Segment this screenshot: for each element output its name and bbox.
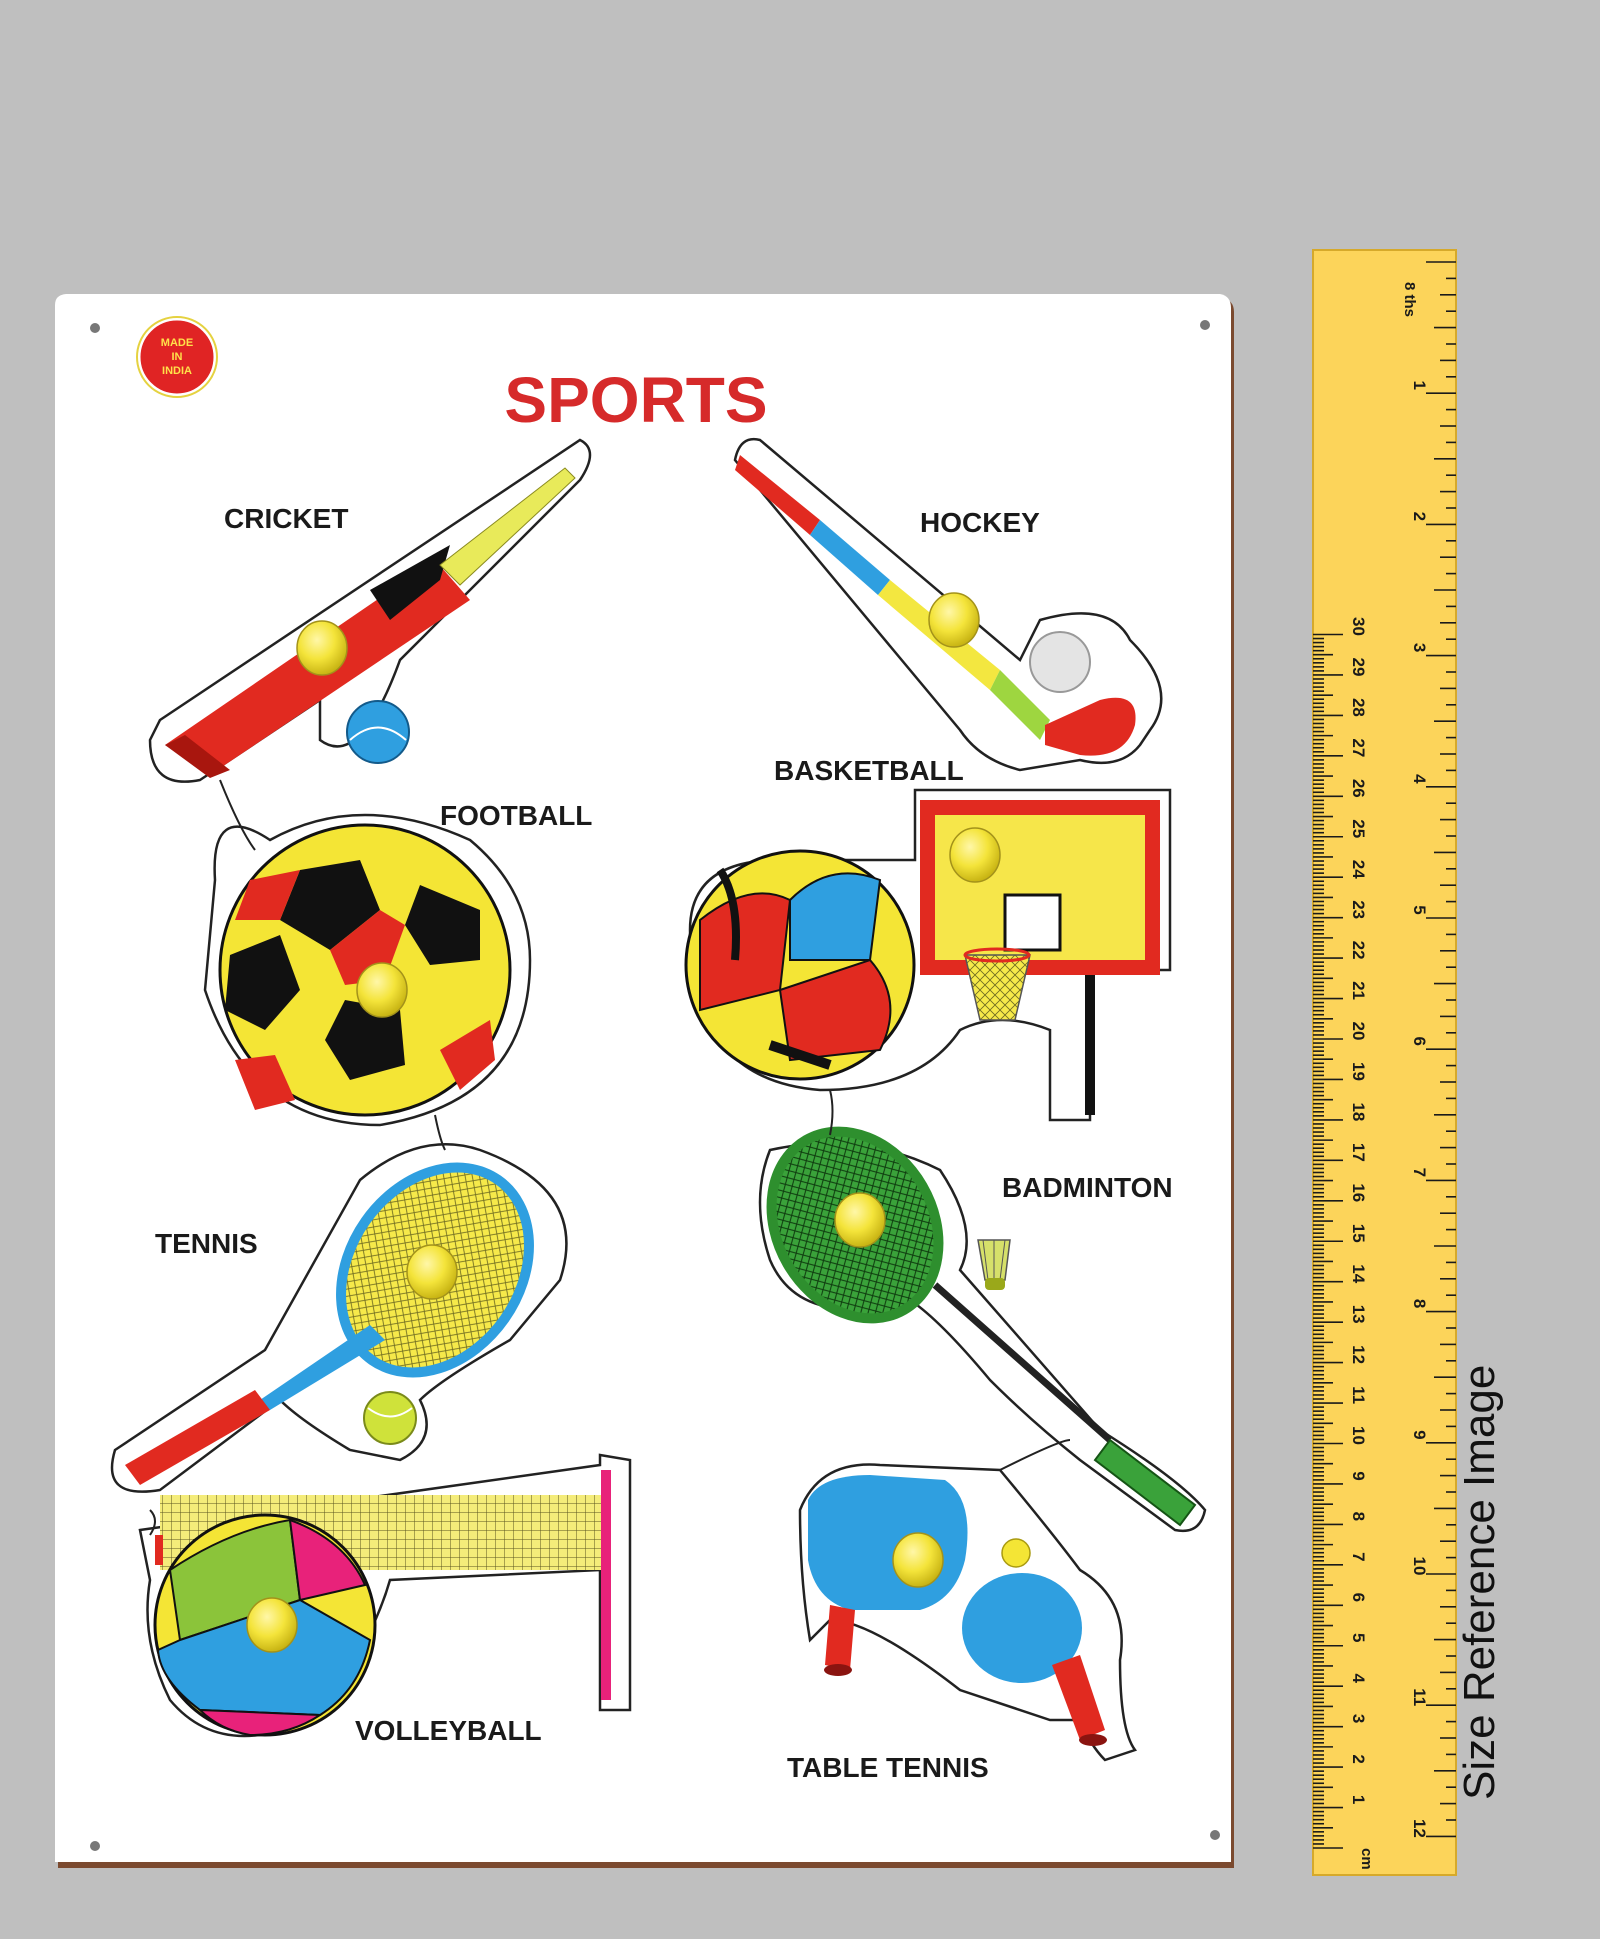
ruler-cm-number: 12 <box>1349 1345 1368 1364</box>
ruler-cm-number: 19 <box>1349 1062 1368 1081</box>
volleyball-label: VOLLEYBALL <box>355 1715 542 1746</box>
knob-volleyball[interactable] <box>246 1597 298 1653</box>
ruler-cm-number: 10 <box>1349 1426 1368 1445</box>
ruler-cm-number: 7 <box>1349 1552 1368 1561</box>
hockey-label: HOCKEY <box>920 507 1040 538</box>
ruler-inch-number: 3 <box>1410 643 1429 652</box>
ruler-body <box>1312 249 1457 1876</box>
basketball-piece[interactable]: BASKETBALL <box>684 755 1172 1122</box>
ruler-inch-number: 12 <box>1410 1819 1429 1838</box>
ruler-cm-number: 21 <box>1349 981 1368 1000</box>
ruler-cm-number: 11 <box>1349 1386 1368 1404</box>
ruler-cm-number: 28 <box>1349 698 1368 717</box>
ruler-inch-number: 11 <box>1410 1688 1429 1706</box>
cricket-bat-handle <box>439 467 576 586</box>
football-label: FOOTBALL <box>440 800 592 831</box>
screw-icon <box>90 323 100 333</box>
ruler-cm-number: 29 <box>1349 657 1368 676</box>
knob-table-tennis[interactable] <box>892 1532 944 1588</box>
table-tennis-ball <box>1001 1538 1031 1568</box>
ruler-cm-number: 25 <box>1349 819 1368 838</box>
made-in-india-badge: MADE IN INDIA <box>136 316 218 398</box>
tennis-label: TENNIS <box>155 1228 258 1259</box>
ruler-cm-number: 23 <box>1349 900 1368 919</box>
knob-football[interactable] <box>356 962 408 1018</box>
badge-line-2: IN <box>172 351 183 363</box>
ruler-cm-number: 3 <box>1349 1714 1368 1723</box>
basketball-hoop <box>964 954 1031 1021</box>
board-title: SPORTS <box>504 364 767 436</box>
ruler-cm-number: 16 <box>1349 1183 1368 1202</box>
ruler-cm-number: 14 <box>1349 1264 1368 1283</box>
ruler-cm-number: 9 <box>1349 1471 1368 1480</box>
ruler-cm-number: 2 <box>1349 1754 1368 1763</box>
volleyball-net-pole <box>601 1470 611 1700</box>
ruler-cm-number: 8 <box>1349 1512 1368 1521</box>
screw-icon <box>1210 1830 1220 1840</box>
ruler-inch-number: 6 <box>1410 1036 1429 1045</box>
screw-icon <box>1200 320 1210 330</box>
ruler-cm-number: 5 <box>1349 1633 1368 1642</box>
ruler-inch-number: 2 <box>1410 512 1429 521</box>
ruler-inch-number: 5 <box>1410 905 1429 914</box>
ruler-inch-number: 4 <box>1410 774 1429 784</box>
puzzle-knobs <box>246 592 1001 1653</box>
knob-basketball[interactable] <box>949 827 1001 883</box>
piece-connectors <box>149 779 1071 1536</box>
screw-icon <box>90 1841 100 1851</box>
size-reference-caption: Size Reference Image <box>1455 1364 1504 1800</box>
ruler-cm-number: 22 <box>1349 941 1368 960</box>
badge-line-3: INDIA <box>162 365 192 377</box>
ruler-inch-number: 1 <box>1410 380 1429 389</box>
cricket-ball <box>346 700 410 764</box>
knob-badminton[interactable] <box>834 1192 886 1248</box>
hockey-ball <box>1029 631 1091 693</box>
cricket-label: CRICKET <box>224 503 348 534</box>
knob-tennis[interactable] <box>406 1244 458 1300</box>
ruler-cm-number: 24 <box>1349 860 1368 879</box>
knob-hockey[interactable] <box>928 592 980 648</box>
ruler-cm-number: 4 <box>1349 1673 1368 1683</box>
ruler-ticks: 1234567891011121314151617181920212223242… <box>1313 261 1456 1849</box>
shuttlecock-icon <box>977 1239 1011 1290</box>
table-tennis-label: TABLE TENNIS <box>787 1752 989 1783</box>
table-tennis-paddle-1 <box>808 1475 968 1610</box>
ruler-cm-number: 20 <box>1349 1022 1368 1041</box>
badge-line-1: MADE <box>161 337 193 349</box>
ruler-cm-number: 17 <box>1349 1143 1368 1162</box>
table-tennis-paddle-2 <box>962 1573 1082 1683</box>
ruler-cm-number: 18 <box>1349 1102 1368 1121</box>
ruler-cm-number: 1 <box>1349 1795 1368 1804</box>
basketball-label: BASKETBALL <box>774 755 964 786</box>
badminton-label: BADMINTON <box>1002 1172 1173 1203</box>
ruler-cm-number: 15 <box>1349 1224 1368 1243</box>
badminton-racket-handle <box>1093 1438 1197 1527</box>
ruler-cm-number: 26 <box>1349 779 1368 798</box>
tennis-racket-handle <box>125 1390 270 1485</box>
ruler-inch-unit: 8 ths <box>1401 282 1418 317</box>
ruler-cm-unit: cm <box>1358 1848 1375 1870</box>
ruler-inch-number: 10 <box>1410 1557 1429 1576</box>
ruler-cm-number: 30 <box>1349 617 1368 636</box>
ruler-inch-number: 8 <box>1410 1299 1429 1308</box>
ruler-cm-number: 13 <box>1349 1305 1368 1324</box>
ruler: 1234567891011121314151617181920212223242… <box>1312 249 1457 1876</box>
ruler-inch-number: 9 <box>1410 1430 1429 1439</box>
tennis-ball <box>363 1391 417 1445</box>
hockey-stick-hook <box>1045 697 1136 756</box>
ruler-cm-number: 27 <box>1349 738 1368 757</box>
knob-cricket[interactable] <box>296 620 348 676</box>
ruler-cm-number: 6 <box>1349 1593 1368 1602</box>
ruler-inch-number: 7 <box>1410 1168 1429 1177</box>
